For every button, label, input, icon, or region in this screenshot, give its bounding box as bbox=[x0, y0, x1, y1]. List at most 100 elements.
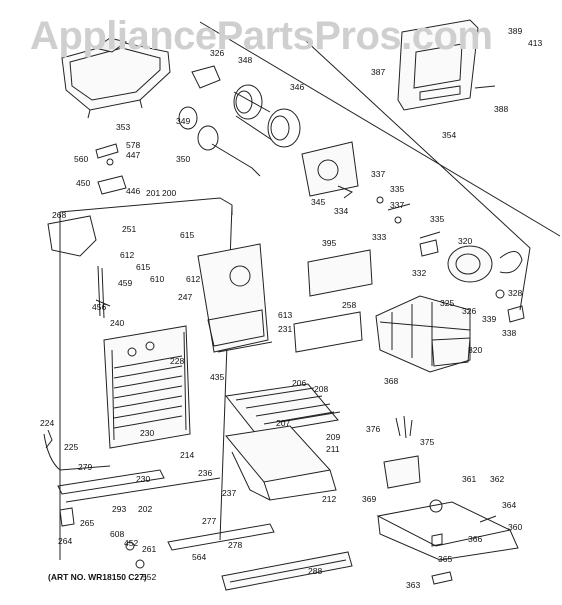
part-label: 446 bbox=[126, 186, 140, 196]
part-label: 552 bbox=[142, 572, 156, 582]
part-label: 201 bbox=[146, 188, 160, 198]
part-label: 435 bbox=[210, 372, 224, 382]
part-label: 208 bbox=[314, 384, 328, 394]
part-label: 345 bbox=[311, 197, 325, 207]
part-label: 450 bbox=[76, 178, 90, 188]
part-label: 349 bbox=[176, 116, 190, 126]
part-label: 265 bbox=[80, 518, 94, 528]
auger-assembly-drawing bbox=[178, 65, 301, 177]
part-label: 228 bbox=[170, 356, 184, 366]
part-label: 612 bbox=[186, 274, 200, 284]
heater-tubes-drawing bbox=[43, 429, 221, 503]
dispenser-door-drawing bbox=[397, 19, 496, 111]
part-label: 413 bbox=[528, 38, 542, 48]
part-label: 350 bbox=[176, 154, 190, 164]
part-label: 365 bbox=[438, 554, 452, 564]
part-label: 459 bbox=[118, 278, 132, 288]
evaporator-drawing bbox=[103, 325, 191, 449]
part-label: 230 bbox=[140, 428, 154, 438]
part-label: 368 bbox=[384, 376, 398, 386]
watermark: AppliancePartsPros.com bbox=[30, 14, 493, 58]
part-label: 258 bbox=[342, 300, 356, 310]
part-label: 225 bbox=[64, 442, 78, 452]
fill-assembly-drawing bbox=[419, 239, 525, 323]
part-label: 337 bbox=[390, 200, 404, 210]
motor-plate-drawing bbox=[301, 141, 359, 199]
part-label: 268 bbox=[52, 210, 66, 220]
part-label: 325 bbox=[440, 298, 454, 308]
part-label: 338 bbox=[502, 328, 516, 338]
part-label: 237 bbox=[222, 488, 236, 498]
small-hardware-drawing bbox=[95, 143, 441, 239]
part-label: 335 bbox=[430, 214, 444, 224]
part-label: 224 bbox=[40, 418, 54, 428]
part-label: 212 bbox=[322, 494, 336, 504]
part-label: 200 bbox=[162, 188, 176, 198]
part-label: 326 bbox=[462, 306, 476, 316]
part-label: 361 bbox=[462, 474, 476, 484]
part-label: 447 bbox=[126, 150, 140, 160]
part-label: 613 bbox=[278, 310, 292, 320]
part-label: 211 bbox=[326, 444, 340, 454]
part-label: 608 bbox=[110, 529, 124, 539]
part-label: 387 bbox=[371, 67, 385, 77]
part-label: 346 bbox=[290, 82, 304, 92]
part-label: 209 bbox=[326, 432, 340, 442]
part-label: 363 bbox=[406, 580, 420, 590]
part-label: 236 bbox=[198, 468, 212, 478]
part-label: 564 bbox=[192, 552, 206, 562]
part-label: 231 bbox=[278, 324, 292, 334]
part-label: 348 bbox=[238, 55, 252, 65]
part-label: 560 bbox=[74, 154, 88, 164]
cover-plates-drawing bbox=[293, 249, 373, 353]
part-label: 247 bbox=[178, 292, 192, 302]
part-label: 335 bbox=[390, 184, 404, 194]
part-label: 337 bbox=[371, 169, 385, 179]
part-label: 339 bbox=[482, 314, 496, 324]
compressor-area-drawing bbox=[376, 455, 519, 585]
part-label: 366 bbox=[468, 534, 482, 544]
part-label: 395 bbox=[322, 238, 336, 248]
part-label: 364 bbox=[502, 500, 516, 510]
part-label: 240 bbox=[110, 318, 124, 328]
part-label: 277 bbox=[202, 516, 216, 526]
part-label: 360 bbox=[508, 522, 522, 532]
part-label: 293 bbox=[112, 504, 126, 514]
shelf-drawing bbox=[225, 383, 341, 435]
part-label: 328 bbox=[508, 288, 522, 298]
part-label: 456 bbox=[92, 302, 106, 312]
part-label: 230 bbox=[136, 474, 150, 484]
part-label: 251 bbox=[122, 224, 136, 234]
part-label: 376 bbox=[366, 424, 380, 434]
part-label: 333 bbox=[372, 232, 386, 242]
part-label: 261 bbox=[142, 544, 156, 554]
part-label: 332 bbox=[412, 268, 426, 278]
part-label: 388 bbox=[494, 104, 508, 114]
cabinet-frame-drawing bbox=[47, 21, 561, 560]
part-label: 615 bbox=[136, 262, 150, 272]
part-label: 202 bbox=[138, 504, 152, 514]
part-label: 334 bbox=[334, 206, 348, 216]
part-label: 288 bbox=[308, 566, 322, 576]
drawer-pan-drawing bbox=[225, 425, 337, 501]
fan-shroud-drawing bbox=[197, 243, 273, 353]
part-label: 206 bbox=[292, 378, 306, 388]
art-number: (ART NO. WR18150 C27) bbox=[48, 572, 147, 582]
part-label: 264 bbox=[58, 536, 72, 546]
part-labels: 326 348 346 387 388 353 349 350 578 447 … bbox=[40, 26, 542, 590]
part-label: 207 bbox=[276, 418, 290, 428]
part-label: 362 bbox=[490, 474, 504, 484]
part-label: 354 bbox=[442, 130, 456, 140]
part-label: 353 bbox=[116, 122, 130, 132]
bottom-grille-drawing bbox=[59, 507, 353, 591]
part-label: 610 bbox=[150, 274, 164, 284]
part-label: 612 bbox=[120, 250, 134, 260]
ice-bucket-drawing bbox=[61, 37, 171, 119]
icemaker-drawing bbox=[375, 295, 471, 373]
part-label: 326 bbox=[210, 48, 224, 58]
part-label: 320 bbox=[458, 236, 472, 246]
part-label: 375 bbox=[420, 437, 434, 447]
part-label: 369 bbox=[362, 494, 376, 504]
